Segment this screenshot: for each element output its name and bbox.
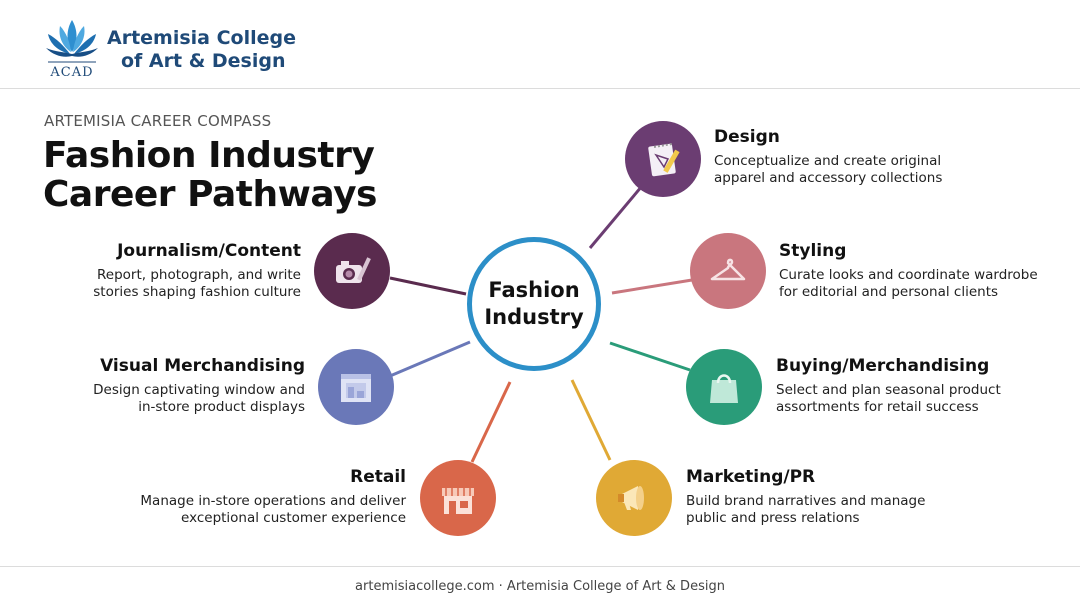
- storefront-icon: [442, 488, 474, 514]
- brand-line-2: of Art & Design: [121, 50, 286, 72]
- connector-marketing: [570, 379, 612, 461]
- pathway-title: Journalism/Content: [117, 241, 301, 261]
- connector-journalism: [389, 276, 467, 296]
- pathway-marketing: Marketing/PR Build brand narratives and …: [686, 466, 1026, 527]
- connector-buying: [609, 341, 691, 372]
- eyebrow: ARTEMISIA CAREER COMPASS: [44, 112, 272, 130]
- pathway-design: Design Conceptualize and create original…: [714, 126, 1054, 187]
- footer: artemisiacollege.com · Artemisia College…: [0, 566, 1080, 604]
- pathway-desc: Select and plan seasonal product assortm…: [776, 382, 1080, 416]
- pathway-desc: Report, photograph, and write stories sh…: [0, 267, 301, 301]
- node-styling: [690, 233, 766, 309]
- megaphone-icon: [618, 486, 644, 510]
- title-line-2: Career Pathways: [43, 174, 377, 215]
- pathway-desc: Design captivating window and in-store p…: [0, 382, 305, 416]
- pathway-desc: Curate looks and coordinate wardrobe for…: [779, 267, 1080, 301]
- pathway-desc-line-1: Build brand narratives and manage: [686, 493, 926, 509]
- pathway-desc-line-2: exceptional customer experience: [181, 510, 406, 526]
- node-buying: [686, 349, 762, 425]
- node-retail: [420, 460, 496, 536]
- pathway-visual: Visual Merchandising Design captivating …: [0, 355, 305, 416]
- pathway-desc-line-1: Manage in-store operations and deliver: [140, 493, 406, 509]
- pathway-retail: Retail Manage in-store operations and de…: [66, 466, 406, 527]
- node-journalism: [314, 233, 390, 309]
- pathway-desc-line-1: Report, photograph, and write: [96, 267, 301, 283]
- connector-styling: [611, 278, 693, 295]
- pathway-desc-line-1: Curate looks and coordinate wardrobe: [779, 267, 1038, 283]
- pathway-title: Visual Merchandising: [100, 356, 305, 376]
- connector-retail: [470, 381, 512, 463]
- header: ACAD Artemisia College of Art & Design: [0, 0, 1080, 89]
- pathway-desc-line-2: public and press relations: [686, 510, 860, 526]
- pathway-journalism: Journalism/Content Report, photograph, a…: [0, 240, 301, 301]
- node-design: [625, 121, 701, 197]
- pathway-buying: Buying/Merchandising Select and plan sea…: [776, 355, 1080, 416]
- title-line-1: Fashion Industry: [43, 135, 375, 176]
- pathway-desc-line-1: Design captivating window and: [93, 382, 305, 398]
- logo-text: ACAD: [49, 65, 93, 80]
- connector-design: [588, 185, 644, 249]
- shopping-bag-icon: [710, 374, 738, 403]
- brand-name: Artemisia College of Art & Design: [107, 27, 296, 73]
- node-visual: [318, 349, 394, 425]
- pathway-title: Design: [714, 127, 780, 147]
- pathway-desc-line-2: for editorial and personal clients: [779, 284, 999, 300]
- pathway-desc: Build brand narratives and manage public…: [686, 493, 1026, 527]
- pathway-title: Retail: [350, 467, 406, 487]
- pathway-title: Buying/Merchandising: [776, 356, 990, 376]
- lotus-swan-icon: ACAD: [46, 20, 98, 80]
- brand-line-1: Artemisia College: [107, 27, 297, 49]
- pathway-desc-line-2: assortments for retail success: [776, 399, 979, 415]
- pathway-title: Styling: [779, 241, 847, 261]
- node-marketing: [596, 460, 672, 536]
- display-window-icon: [341, 374, 371, 402]
- pathway-styling: Styling Curate looks and coordinate ward…: [779, 240, 1080, 301]
- pathway-title: Marketing/PR: [686, 467, 816, 487]
- pathway-desc: Conceptualize and create original appare…: [714, 153, 1054, 187]
- pathway-desc-line-1: Conceptualize and create original: [714, 153, 942, 169]
- pathway-desc-line-1: Select and plan seasonal product: [776, 382, 1001, 398]
- pathway-desc-line-2: in-store product displays: [138, 399, 305, 415]
- pathway-desc-line-2: stories shaping fashion culture: [93, 284, 301, 300]
- hub-circle: Fashion Industry: [467, 237, 601, 371]
- camera-pen-icon: [336, 257, 371, 283]
- page-title: Fashion Industry Career Pathways: [43, 136, 377, 214]
- hanger-icon: [710, 258, 746, 281]
- connector-visual: [389, 340, 471, 378]
- hub-label: Fashion Industry: [484, 278, 584, 329]
- footer-text: artemisiacollege.com · Artemisia College…: [355, 579, 725, 594]
- pathway-desc: Manage in-store operations and deliver e…: [66, 493, 406, 527]
- pathway-desc-line-2: apparel and accessory collections: [714, 170, 943, 186]
- sketchpad-pencil-icon: [648, 143, 680, 177]
